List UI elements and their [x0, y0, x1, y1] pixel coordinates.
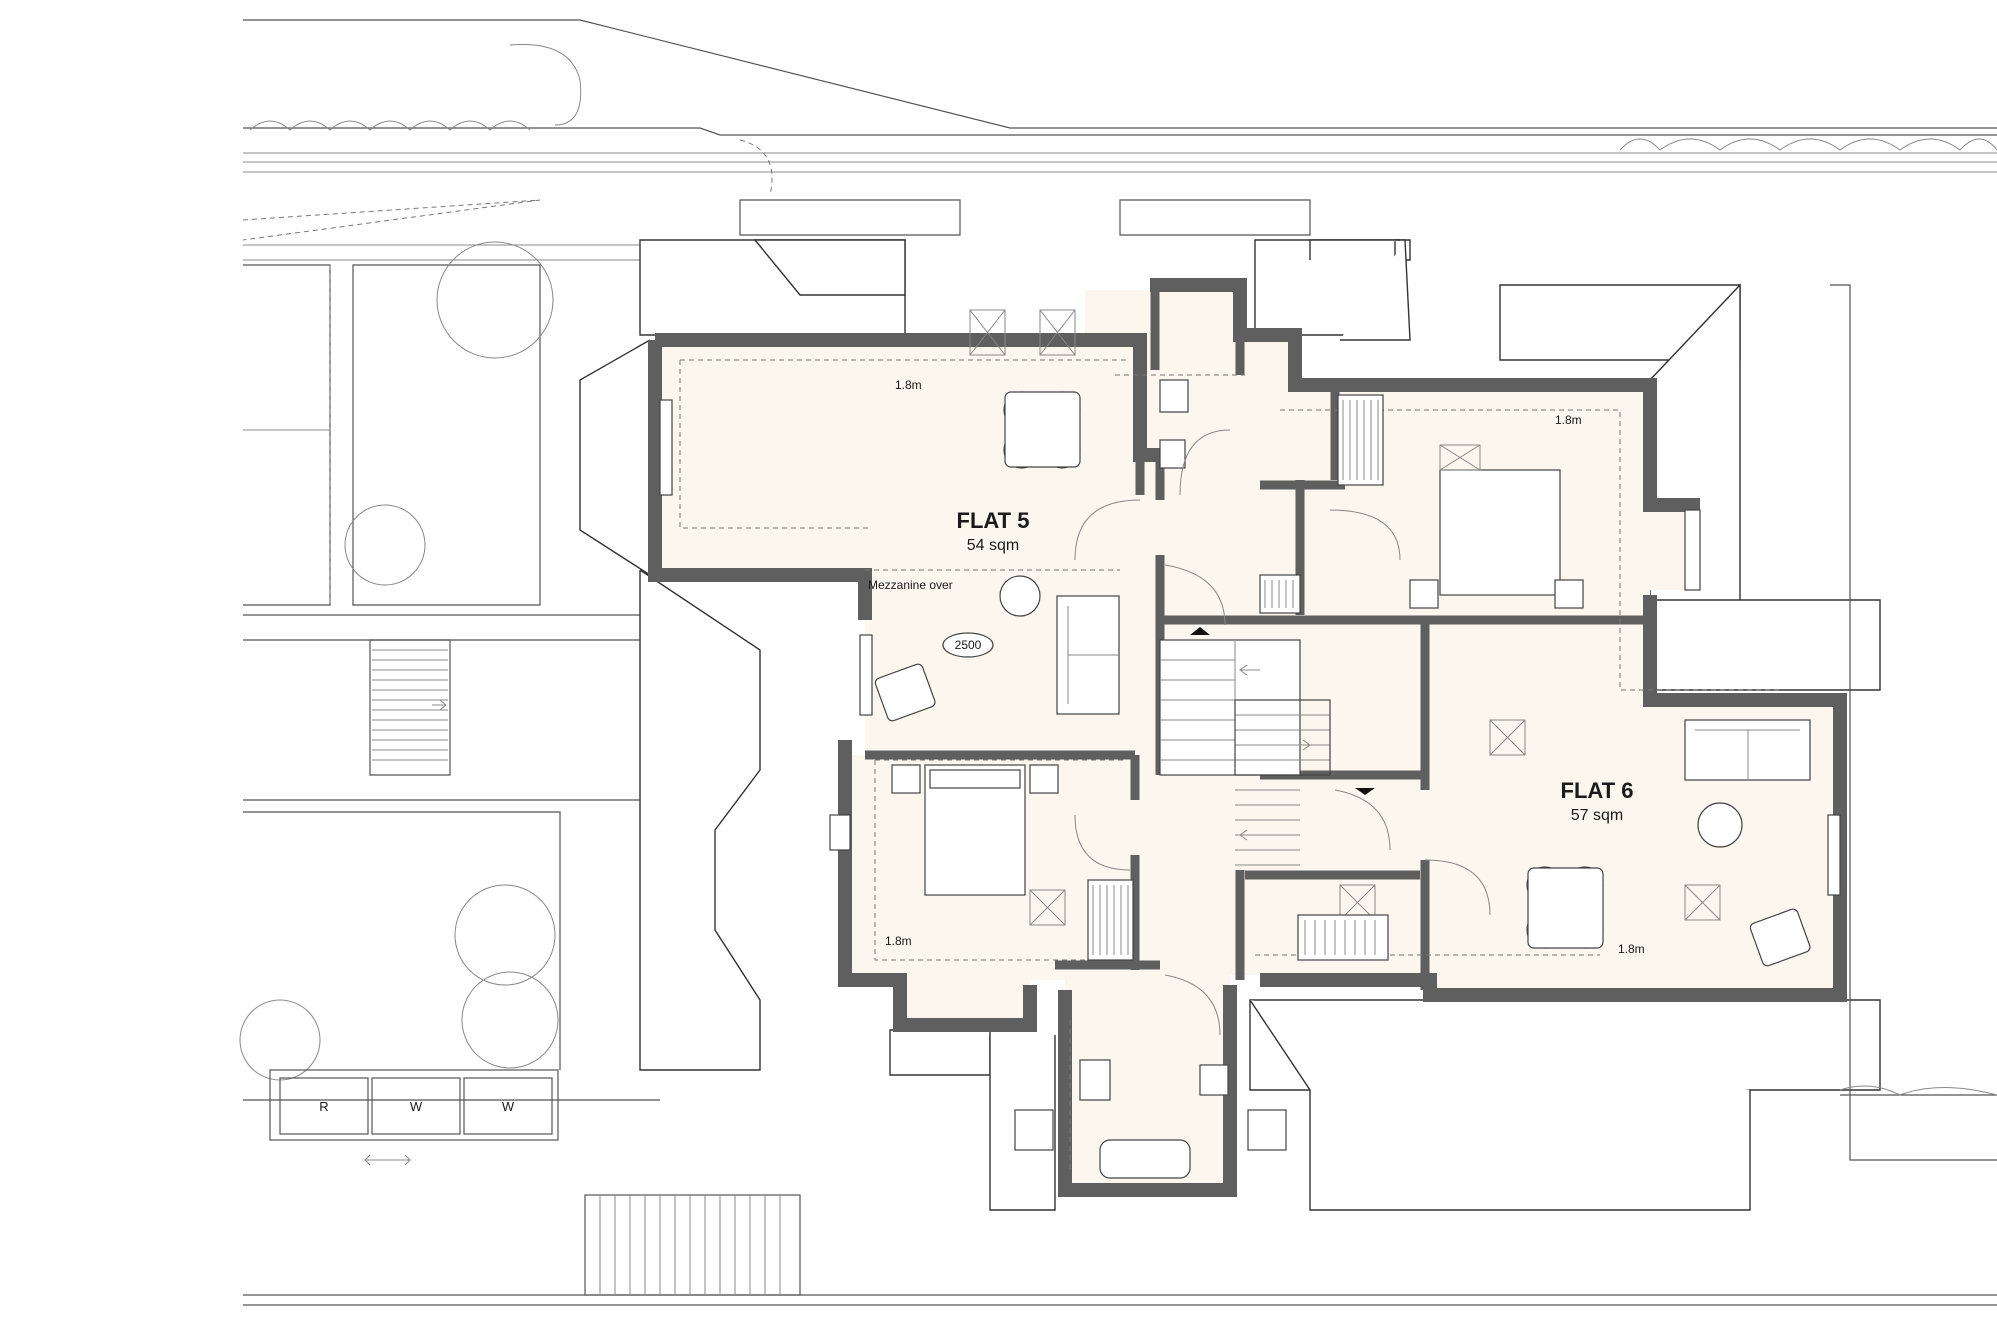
tree-icon: [461, 971, 559, 1069]
bin-label-waste-1: W: [410, 1099, 423, 1114]
tree-icon: [344, 504, 426, 586]
plan-labels: FLAT 5 54 sqm FLAT 6 57 sqm Mezzanine ov…: [868, 378, 1645, 956]
rooflight-icon: [1014, 1109, 1054, 1151]
furniture: [659, 309, 1841, 1179]
armchair-flat5: [999, 575, 1041, 617]
window-flat5-west: [659, 399, 673, 496]
headroom-label-flat5-bedroom: 1.8m: [885, 934, 912, 948]
wardrobe: [1337, 394, 1384, 486]
wardrobe: [1087, 879, 1134, 961]
bin-label-waste-2: W: [502, 1099, 515, 1114]
double-bed-flat6: [1439, 469, 1561, 596]
stair-core: [1159, 627, 1375, 866]
bedside-table: [1554, 579, 1584, 609]
stair-left: [372, 649, 448, 761]
desk-chair-flat5: [874, 663, 936, 722]
wardrobe: [1259, 574, 1301, 614]
flat6-area: 57 sqm: [1571, 807, 1623, 824]
window-bedroom: [829, 814, 851, 851]
basin-icon: [1199, 1064, 1229, 1096]
bin-label-recycling: R: [319, 1099, 328, 1114]
bin-store: R W W: [269, 1069, 559, 1166]
desk-chair-flat6: [1749, 908, 1811, 967]
stair-bottom: [584, 1194, 801, 1296]
flat5-title: FLAT 5: [957, 508, 1030, 533]
site-context-top: [242, 19, 1997, 261]
rooflight-icon: [1247, 1109, 1287, 1151]
armchair-flat6: [1697, 802, 1743, 848]
basin-icon: [1159, 439, 1186, 469]
flat6-title: FLAT 6: [1561, 778, 1634, 803]
tree-icon: [436, 241, 554, 359]
wardrobe: [1297, 914, 1389, 961]
bedside-table: [1409, 579, 1439, 609]
roof-outlines: [579, 239, 1997, 1211]
toilet-icon: [1159, 379, 1189, 413]
headroom-label-flat6-bedroom: 1.8m: [1555, 413, 1582, 427]
window-flat5: [859, 634, 873, 716]
dining-table-flat6: [1526, 866, 1604, 949]
bedside-table: [891, 764, 921, 794]
window-flat6: [1827, 814, 1841, 896]
site-context-left: R W W: [239, 241, 1997, 1306]
headroom-label-flat6-living: 1.8m: [1618, 942, 1645, 956]
dining-table-flat5: [1003, 391, 1081, 469]
height-tag: [942, 632, 994, 658]
window-flat6-east: [1684, 509, 1701, 591]
bathtub-icon: [1099, 1139, 1191, 1179]
height-tag-label: 2500: [955, 638, 982, 652]
bedside-table: [1029, 764, 1059, 794]
mezzanine-label: Mezzanine over: [868, 578, 953, 592]
headroom-label-flat5-living: 1.8m: [895, 378, 922, 392]
tree-icon: [239, 999, 321, 1081]
toilet-icon: [1079, 1059, 1111, 1101]
tree-icon: [454, 884, 556, 986]
flat5-area: 54 sqm: [967, 537, 1019, 554]
